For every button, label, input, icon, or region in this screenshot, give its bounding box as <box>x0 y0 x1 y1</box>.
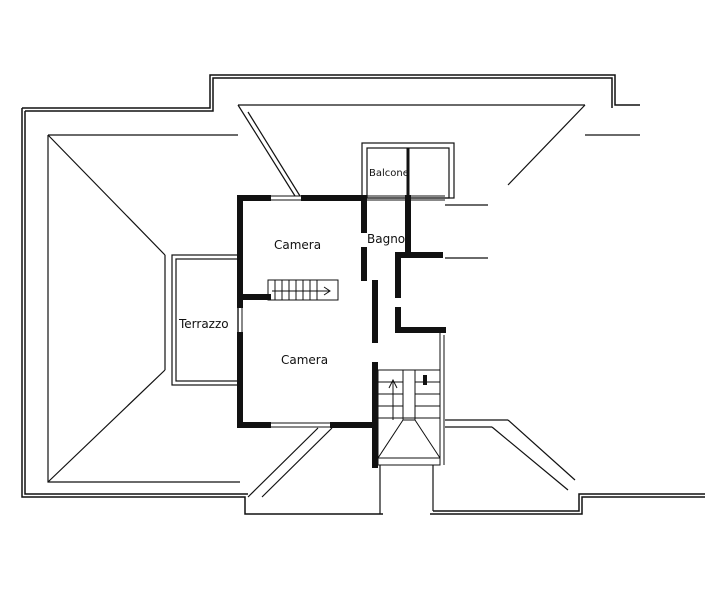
roof-hips <box>47 104 640 514</box>
roof-outline <box>21 74 705 515</box>
room-label-bagno: Bagno <box>367 232 406 246</box>
main-staircase <box>377 369 441 466</box>
room-label-camera-lower: Camera <box>281 353 329 367</box>
walls <box>237 195 446 468</box>
room-label-camera-upper: Camera <box>274 238 322 252</box>
room-label-balcone: Balcone <box>369 168 409 179</box>
internal-staircase <box>267 279 339 301</box>
room-label-terrazzo: Terrazzo <box>179 317 229 331</box>
